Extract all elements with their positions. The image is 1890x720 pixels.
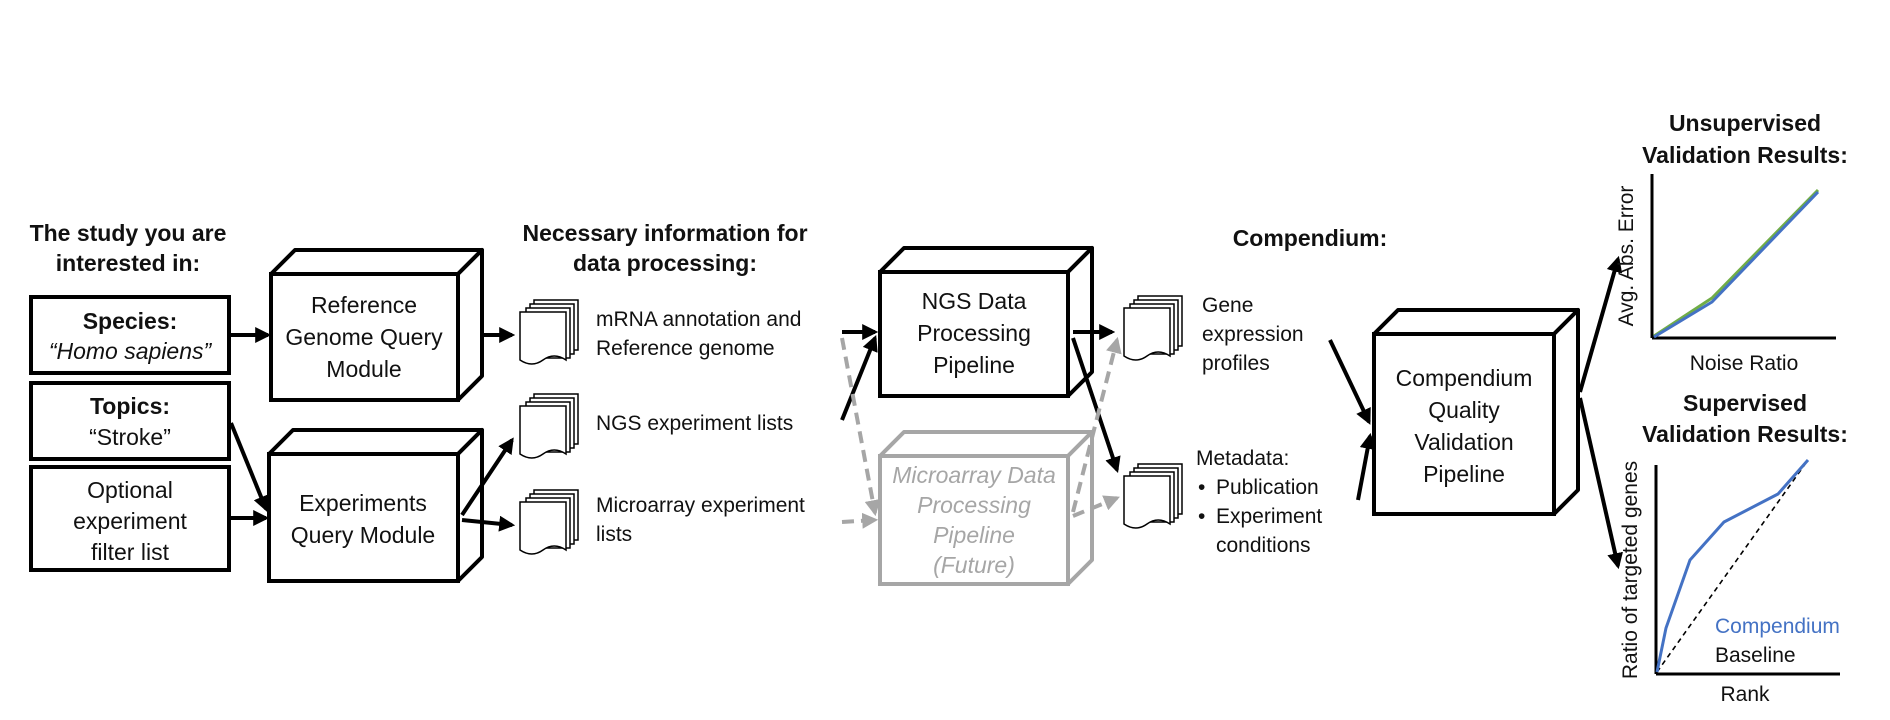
filter-list-box: Optional experiment filter list [29, 465, 231, 572]
unsupervised-title-line2: Validation Results: [1642, 142, 1848, 168]
unsup-series-green [1653, 188, 1820, 338]
unsup-series-blue [1653, 190, 1820, 339]
gene-line1: Gene [1202, 294, 1253, 317]
ngs-pipeline-line1: NGS Data [922, 288, 1027, 314]
validation-line3: Validation [1414, 429, 1513, 455]
sup-ylabel: Ratio of targeted genes [1619, 461, 1642, 679]
arrow-microarray-list-to-microarray-pipeline [841, 512, 879, 529]
metadata-experiment-line2: conditions [1216, 534, 1311, 557]
reference-line2: Genome Query [285, 324, 443, 350]
unsup-ylabel: Avg. Abs. Error [1615, 186, 1638, 327]
mrna-line1: mRNA annotation and [596, 308, 801, 331]
species-box: Species: “Homo sapiens” [29, 295, 231, 375]
microarray-data-processing-pipeline: Microarray Data Processing Pipeline (Fut… [878, 430, 1094, 586]
experiments-line1: Experiments [299, 490, 427, 516]
experiments-query-module: Experiments Query Module [267, 428, 484, 583]
topics-box: Topics: “Stroke” [29, 381, 231, 461]
arrow-mrna-to-microarray-pipeline [840, 337, 881, 517]
reference-line1: Reference [311, 292, 417, 318]
baseline-legend: Baseline [1715, 644, 1796, 667]
micro-pipeline-line4: (Future) [933, 552, 1015, 578]
supervised-title-line1: Supervised [1683, 390, 1807, 416]
compendium-legend: Compendium [1715, 615, 1840, 638]
validation-line2: Quality [1428, 397, 1500, 423]
arrow-metadata-to-validation [1356, 432, 1376, 501]
mrna-line2: Reference genome [596, 337, 775, 360]
bullet-experiment: • [1198, 505, 1205, 528]
study-title-line2: interested in: [56, 250, 200, 276]
compendium-title: Compendium: [1233, 225, 1388, 251]
study-title-line1: The study you are [30, 220, 227, 246]
stacked-documents-icon [519, 299, 579, 365]
unsup-xlabel: Noise Ratio [1690, 352, 1799, 375]
supervised-mini-chart: Ratio of targeted genes Rank Compendium … [1619, 459, 1840, 706]
stacked-documents-icon [1123, 463, 1183, 529]
micro-pipeline-line2: Processing [917, 492, 1031, 518]
topics-value: “Stroke” [89, 424, 171, 450]
arrow-to-supervised-results [1578, 397, 1623, 570]
validation-line1: Compendium [1396, 365, 1533, 391]
unsupervised-mini-chart: Avg. Abs. Error Noise Ratio [1615, 174, 1836, 375]
arrow-ngs-to-metadata [1071, 337, 1121, 474]
necessary-title-line1: Necessary information for [522, 220, 807, 246]
microarray-line2: lists [596, 523, 632, 546]
compendium-line [1655, 459, 1810, 673]
metadata-title: Metadata: [1196, 447, 1289, 470]
stacked-documents-icon [1123, 295, 1183, 361]
micro-pipeline-line3: Pipeline [933, 522, 1015, 548]
reference-line3: Module [326, 356, 401, 382]
arrow-to-unsupervised-results [1578, 255, 1623, 393]
supervised-title-line2: Validation Results: [1642, 421, 1848, 447]
micro-pipeline-line1: Microarray Data [892, 462, 1056, 488]
arrow-experiments-to-microarray-list [461, 515, 516, 532]
compendium-quality-validation-pipeline: Compendium Quality Validation Pipeline [1372, 308, 1580, 516]
validation-line4: Pipeline [1423, 461, 1505, 487]
microarray-line1: Microarray experiment [596, 494, 805, 517]
filter-line2: experiment [73, 508, 187, 534]
species-label: Species: [83, 308, 178, 334]
ngs-pipeline-line3: Pipeline [933, 352, 1015, 378]
ngs-data-processing-pipeline: NGS Data Processing Pipeline [878, 246, 1094, 398]
gene-line2: expression [1202, 323, 1304, 346]
arrow-gene-to-validation [1328, 339, 1371, 425]
unsupervised-title-line1: Unsupervised [1669, 110, 1821, 136]
necessary-title-line2: data processing: [573, 250, 757, 276]
arrow-microarray-to-gene-expression [1071, 336, 1122, 513]
experiments-line2: Query Module [291, 522, 435, 548]
filter-line1: Optional [87, 477, 173, 503]
species-value: “Homo sapiens” [49, 338, 213, 364]
gene-line3: profiles [1202, 352, 1270, 375]
filter-line3: filter list [91, 539, 170, 565]
metadata-publication: Publication [1216, 476, 1319, 499]
ngs-experiment-lists: NGS experiment lists [596, 412, 793, 435]
metadata-experiment-line1: Experiment [1216, 505, 1322, 528]
ngs-pipeline-line2: Processing [917, 320, 1031, 346]
bullet-publication: • [1198, 476, 1205, 499]
arrow-ngs-list-to-ngs-pipeline [840, 335, 878, 421]
stacked-documents-icon [519, 393, 579, 459]
arrow-experiments-to-ngs-list [460, 437, 514, 517]
reference-genome-query-module: Reference Genome Query Module [269, 248, 484, 402]
baseline-line [1656, 459, 1809, 673]
arrow-microarray-to-metadata [1072, 495, 1120, 518]
arrow-topics-to-experiments [229, 422, 269, 512]
topics-label: Topics: [90, 393, 170, 419]
stacked-documents-icon [519, 489, 579, 555]
sup-xlabel: Rank [1720, 683, 1770, 706]
